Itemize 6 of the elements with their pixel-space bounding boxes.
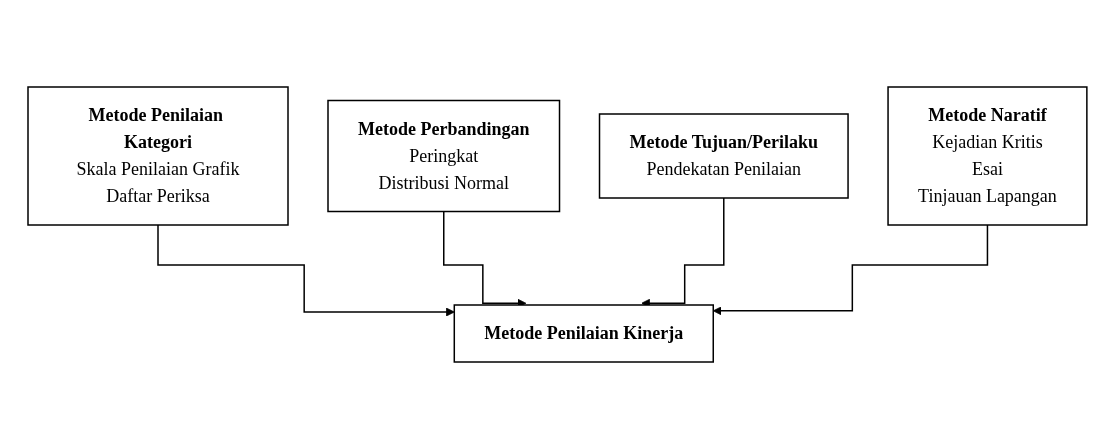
node-box: Metode Perbandingan Peringkat Distribusi Normal — [327, 99, 561, 212]
node-box: Metode Penilaian Kinerja — [453, 303, 715, 363]
arrow — [157, 223, 455, 316]
node-box: Metode Penilaian Kategori Skala Penilaian Grafik Daftar Periksa — [27, 85, 289, 226]
node-box: Metode Naratif Kejadian Kritis Esai Tinjauan Lapangan — [887, 85, 1088, 226]
node-box: Metode Tujuan/Perilaku Pendekatan Penilaian — [598, 112, 849, 199]
